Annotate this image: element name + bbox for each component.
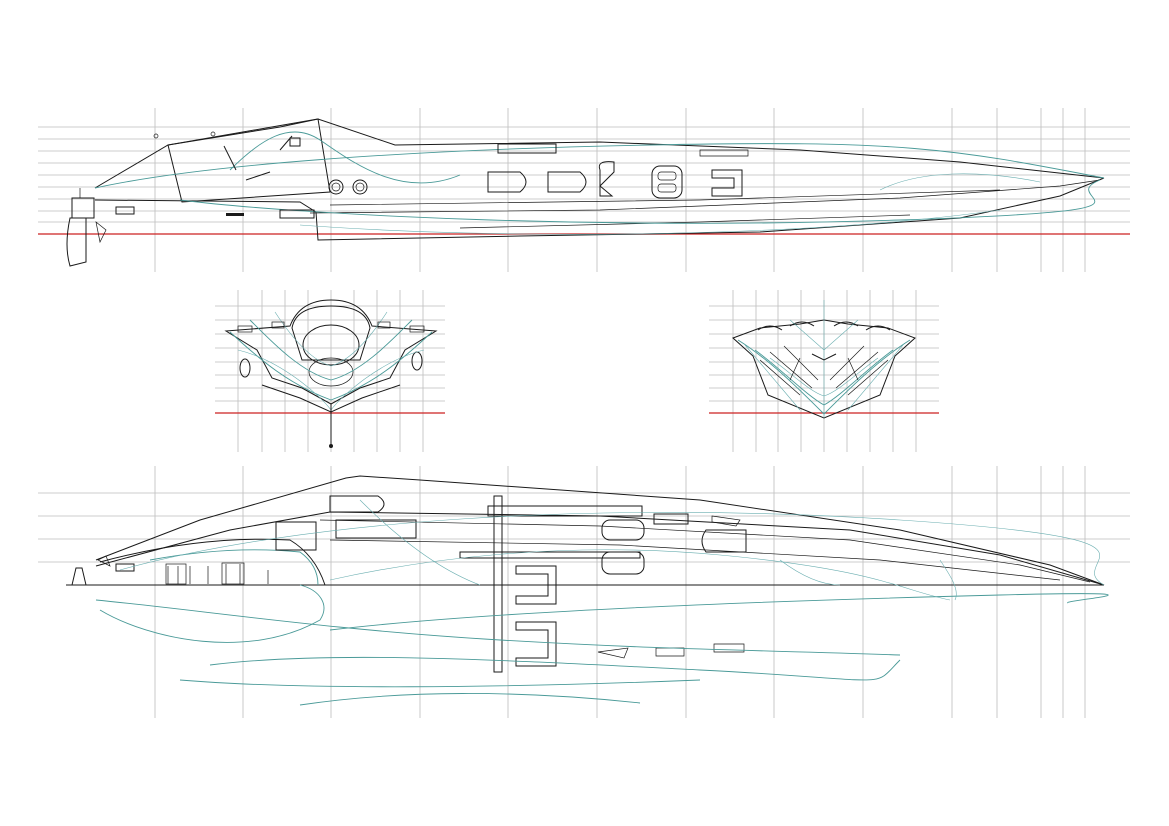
profile-intake <box>279 209 315 219</box>
plan-buttock-1 <box>119 512 1105 586</box>
stern-fitting-4 <box>271 321 285 329</box>
plan-seat-1 <box>165 563 187 585</box>
plan-cockpit-canopy <box>99 538 326 586</box>
profile-view <box>38 108 1130 272</box>
plan-seat-2 <box>221 562 245 585</box>
stern-canopy <box>291 305 371 361</box>
profile-hull-graphics <box>487 143 749 199</box>
stern-drive-skeg <box>329 444 333 448</box>
plan-cockpit-inner <box>149 549 319 586</box>
profile-porthole-2 <box>352 179 368 195</box>
plan-strake-1 <box>319 519 1091 583</box>
bow-deck-hatches <box>757 321 891 331</box>
profile-mark <box>226 213 244 216</box>
plan-outboard-drive <box>71 555 111 586</box>
stern-engine-hatch <box>308 357 354 387</box>
profile-porthole-1 <box>328 179 344 195</box>
stern-body-plan-view <box>215 290 445 452</box>
profile-fitting-2 <box>210 131 216 137</box>
profile-canopy <box>167 118 331 203</box>
profile-porthole-2-inner <box>355 182 365 192</box>
bow-body-plan-view <box>709 290 939 452</box>
bow-section-5 <box>744 344 904 411</box>
stern-fitting-3 <box>377 321 391 329</box>
bow-stem <box>811 353 837 361</box>
plan-hull-outline <box>95 475 1105 586</box>
profile-fitting-1 <box>153 133 159 139</box>
stern-fitting-2 <box>409 325 425 333</box>
plan-buttock-3 <box>359 499 481 586</box>
plan-view <box>38 466 1130 718</box>
profile-cockpit-bar-2 <box>245 171 271 181</box>
plan-engine-hatch <box>275 521 317 551</box>
plan-buttock-5 <box>939 559 957 601</box>
plan-waterline-1 <box>95 599 901 656</box>
profile-strake-2 <box>329 189 1001 206</box>
profile-section-curve-1 <box>94 143 1105 189</box>
profile-section-curve-5 <box>879 173 1041 191</box>
plan-grid <box>38 466 1130 718</box>
profile-section-curve-4 <box>299 209 1001 235</box>
plan-waterline-3 <box>299 693 641 706</box>
stern-section-3 <box>274 311 388 367</box>
profile-chine-line <box>309 179 1101 214</box>
bow-strakes-left <box>759 345 819 396</box>
stern-left-sponson <box>239 358 251 378</box>
profile-grid <box>38 108 1130 272</box>
stern-cockpit-opening <box>302 324 360 366</box>
profile-section-curve-2 <box>179 179 1101 224</box>
profile-section-curve-3 <box>229 131 461 184</box>
profile-keel-line <box>94 177 1105 241</box>
plan-buttock-4 <box>779 559 841 586</box>
profile-outboard-drive <box>66 188 107 267</box>
plan-waterline-6 <box>329 593 1109 631</box>
profile-strake-1 <box>459 214 911 229</box>
plan-vent <box>115 563 135 572</box>
plan-strake-2 <box>329 539 1061 581</box>
plan-waterline-4 <box>179 679 701 688</box>
stern-fitting-1 <box>237 325 253 333</box>
stern-section-2 <box>249 319 413 381</box>
bow-strakes-right <box>829 345 889 396</box>
profile-porthole-1-inner <box>331 182 341 192</box>
stern-right-sponson <box>411 351 423 371</box>
plan-waterline-5 <box>99 584 325 643</box>
bow-deck-line <box>732 319 916 419</box>
profile-vent <box>289 137 301 147</box>
profile-cockpit-bar-1 <box>223 145 237 171</box>
plan-waterline-2 <box>209 656 901 681</box>
plan-hull-graphics <box>329 495 747 673</box>
profile-side-window <box>115 206 135 215</box>
plan-engine-details <box>167 564 269 584</box>
plan-buttock-2 <box>329 549 951 601</box>
stern-deck-line <box>224 299 438 405</box>
plan-deck-edge <box>95 511 1105 586</box>
bow-section-4 <box>789 300 859 418</box>
